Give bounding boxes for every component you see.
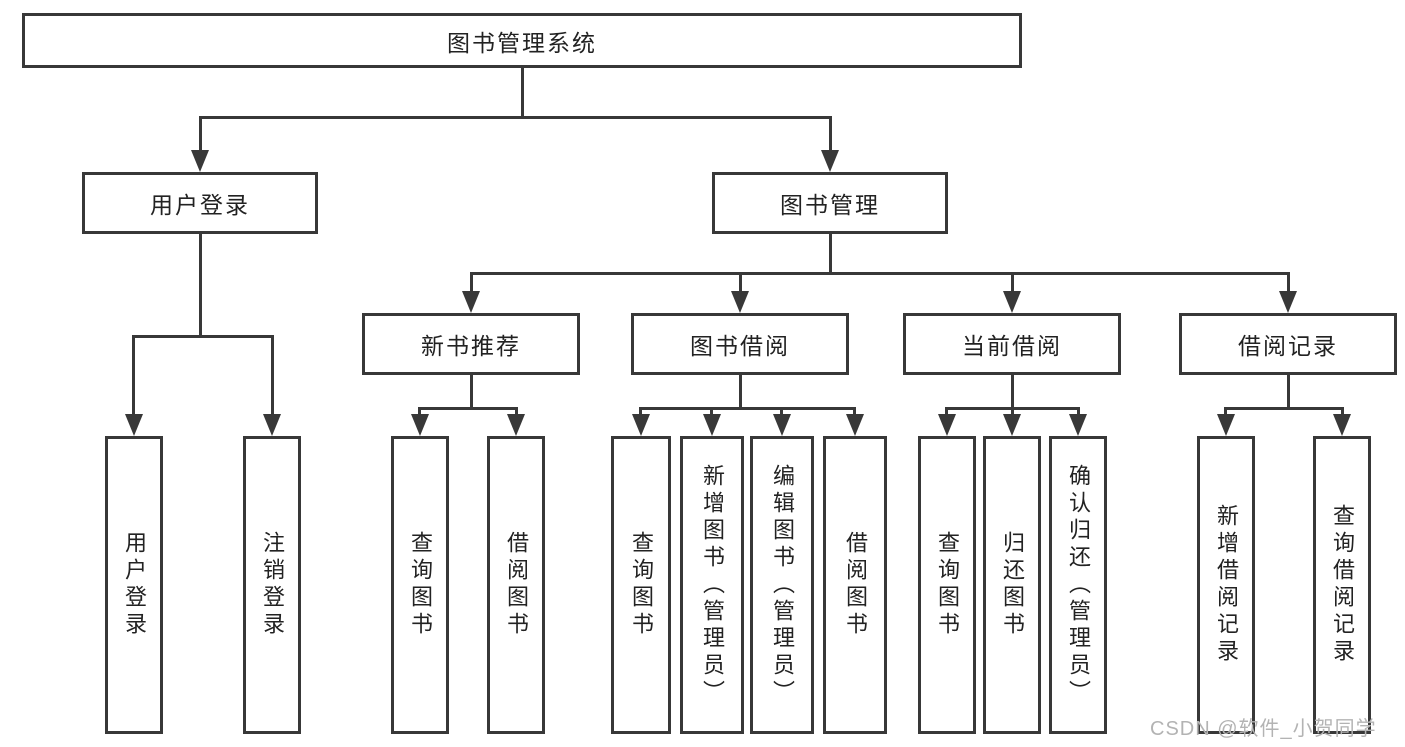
edge-book-management-shaft (829, 117, 832, 150)
node-user-login: 用户登录 (82, 172, 318, 234)
arrow-leaf-query-book-borrow (632, 414, 650, 436)
edge-leaf-edit-book-shaft (780, 408, 783, 414)
edge-leaf-add-borrow-record-shaft (1224, 408, 1227, 414)
watermark: CSDN @软件_小贺同学 (1150, 718, 1377, 740)
node-leaf-query-book-recommend: 查询图书 (391, 436, 449, 734)
edge-new-book-recommend-hbar (418, 407, 518, 410)
arrow-current-borrow (1003, 291, 1021, 313)
edge-leaf-add-book-shaft (710, 408, 713, 414)
edge-user-login-stem (199, 234, 202, 338)
edge-leaf-logout-shaft (271, 336, 274, 414)
node-book-management: 图书管理 (712, 172, 948, 234)
node-new-book-recommend: 新书推荐 (362, 313, 580, 375)
arrow-leaf-confirm-return (1069, 414, 1087, 436)
edge-current-borrow-stem (1011, 375, 1014, 410)
edge-user-login-shaft (199, 117, 202, 150)
edge-book-management-hbar (470, 272, 1290, 275)
edge-new-book-recommend-stem (470, 375, 473, 410)
edge-book-borrow-shaft (739, 273, 742, 291)
edge-root-stem (521, 68, 524, 118)
arrow-leaf-user-login (125, 414, 143, 436)
node-leaf-return-book: 归还图书 (983, 436, 1041, 734)
node-borrow-records: 借阅记录 (1179, 313, 1397, 375)
node-current-borrow: 当前借阅 (903, 313, 1121, 375)
node-book-borrow: 图书借阅 (631, 313, 849, 375)
edge-book-management-stem (829, 234, 832, 275)
edge-root-hbar (199, 116, 832, 119)
arrow-book-management (821, 150, 839, 172)
node-leaf-query-book-borrow: 查询图书 (611, 436, 671, 734)
node-leaf-user-login: 用户登录 (105, 436, 163, 734)
arrow-leaf-borrow-book-borrow (846, 414, 864, 436)
edge-borrow-records-shaft (1287, 273, 1290, 291)
node-leaf-logout: 注销登录 (243, 436, 301, 734)
edge-leaf-confirm-return-shaft (1077, 408, 1080, 414)
edge-leaf-query-book-borrow-shaft (639, 408, 642, 414)
edge-leaf-user-login-shaft (132, 336, 135, 414)
edge-leaf-borrow-book-borrow-shaft (853, 408, 856, 414)
node-leaf-add-borrow-record: 新增借阅记录 (1197, 436, 1255, 734)
edge-leaf-query-book-recommend-shaft (418, 408, 421, 414)
node-leaf-query-borrow-record: 查询借阅记录 (1313, 436, 1371, 734)
edge-leaf-query-borrow-record-shaft (1341, 408, 1344, 414)
arrow-leaf-add-book (703, 414, 721, 436)
arrow-book-borrow (731, 291, 749, 313)
arrow-leaf-edit-book (773, 414, 791, 436)
node-leaf-borrow-book-recommend: 借阅图书 (487, 436, 545, 734)
node-leaf-query-book-current: 查询图书 (918, 436, 976, 734)
arrow-leaf-query-book-current (938, 414, 956, 436)
arrow-new-book-recommend (462, 291, 480, 313)
edge-book-borrow-hbar (639, 407, 856, 410)
node-leaf-add-book-admin: 新增图书（管理员） (680, 436, 744, 734)
node-leaf-edit-book-admin: 编辑图书（管理员） (750, 436, 814, 734)
edge-book-borrow-stem (739, 375, 742, 410)
arrow-leaf-return-book (1003, 414, 1021, 436)
node-leaf-confirm-return-admin: 确认归还（管理员） (1049, 436, 1107, 734)
edge-borrow-records-hbar (1224, 407, 1344, 410)
arrow-leaf-query-book-recommend (411, 414, 429, 436)
arrow-leaf-borrow-book-recommend (507, 414, 525, 436)
arrow-user-login (191, 150, 209, 172)
arrow-borrow-records (1279, 291, 1297, 313)
edge-leaf-query-book-current-shaft (945, 408, 948, 414)
edge-borrow-records-stem (1287, 375, 1290, 410)
edge-user-login-hbar (132, 335, 274, 338)
arrow-leaf-add-borrow-record (1217, 414, 1235, 436)
edge-current-borrow-shaft (1011, 273, 1014, 291)
edge-leaf-borrow-book-recommend-shaft (515, 408, 518, 414)
edge-leaf-return-book-shaft (1011, 408, 1014, 414)
edge-new-book-recommend-shaft (470, 273, 473, 291)
node-library-system: 图书管理系统 (22, 13, 1022, 68)
arrow-leaf-query-borrow-record (1333, 414, 1351, 436)
node-leaf-borrow-book-borrow: 借阅图书 (823, 436, 887, 734)
arrow-leaf-logout (263, 414, 281, 436)
